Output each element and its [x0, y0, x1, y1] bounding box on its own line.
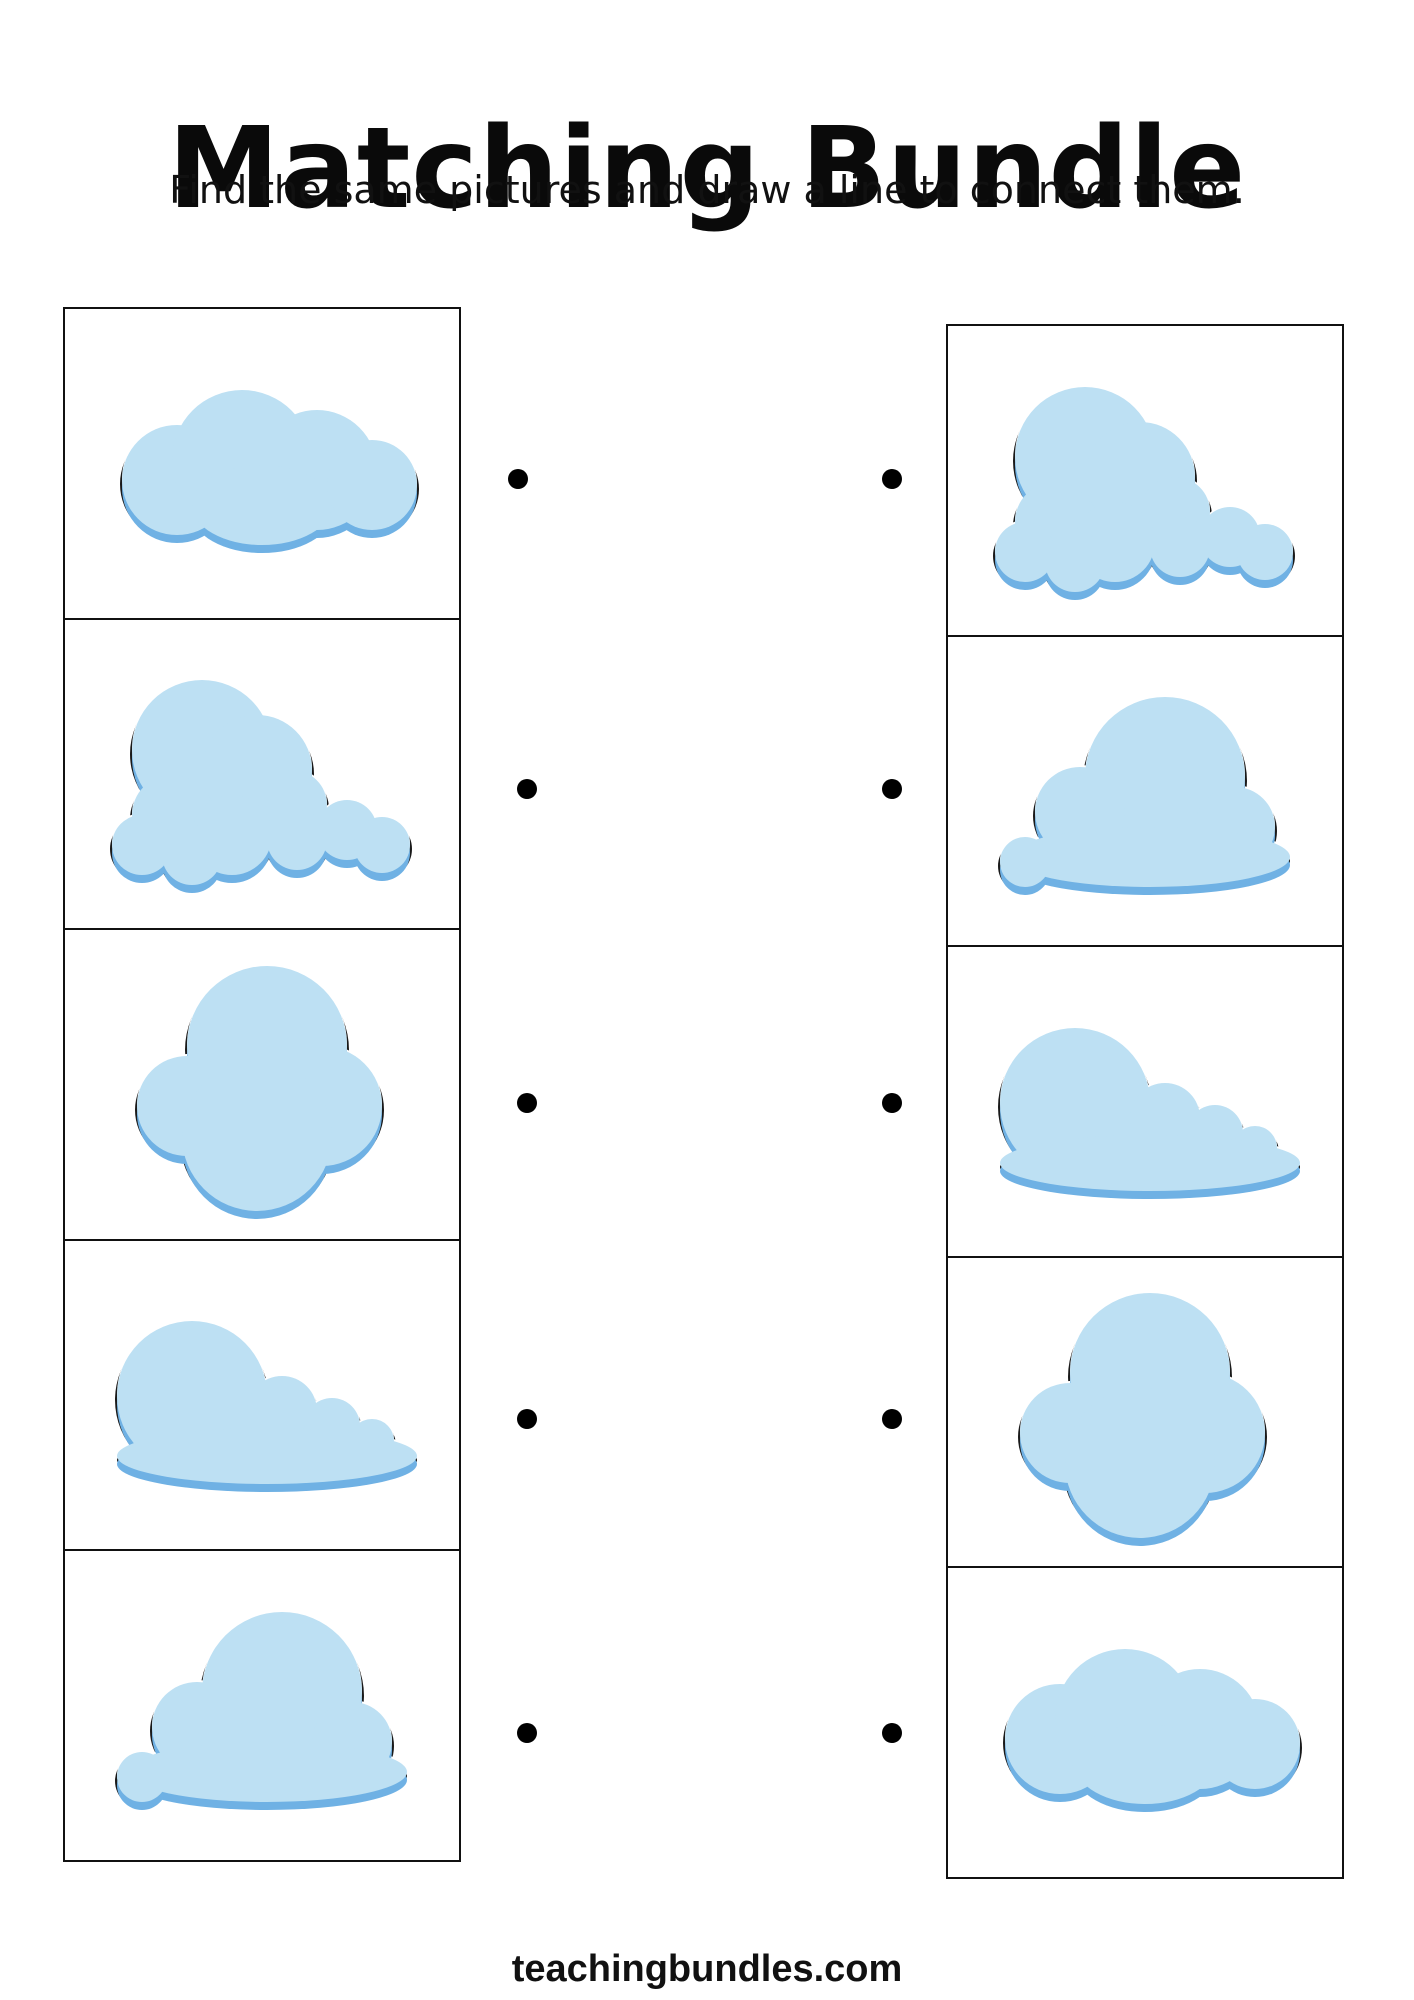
cloud-c-icon	[1018, 1291, 1267, 1546]
right-dot-3[interactable]	[882, 1093, 902, 1113]
right-picture-card-2	[946, 634, 1344, 948]
cloud-d-icon	[115, 1319, 417, 1492]
left-picture-column	[63, 307, 461, 1862]
left-dot-3[interactable]	[517, 1093, 537, 1113]
left-picture-card-4	[63, 1238, 461, 1552]
right-picture-card-1	[946, 324, 1344, 637]
footer-website: teachingbundles.com	[511, 1948, 903, 1990]
cloud-d-icon	[998, 1025, 1300, 1199]
right-picture-column	[946, 324, 1344, 1879]
cloud-c-icon	[135, 963, 384, 1219]
right-dot-5[interactable]	[882, 1723, 902, 1743]
left-dot-2[interactable]	[517, 779, 537, 799]
right-dot-1[interactable]	[882, 469, 902, 489]
left-dot-1[interactable]	[508, 469, 528, 489]
left-dot-4[interactable]	[517, 1409, 537, 1429]
left-picture-card-5	[63, 1549, 461, 1862]
cloud-b-icon	[110, 678, 412, 893]
right-dot-2[interactable]	[882, 779, 902, 799]
right-dot-4[interactable]	[882, 1409, 902, 1429]
right-picture-card-3	[946, 945, 1344, 1258]
left-picture-card-1	[63, 307, 461, 620]
page-title: Matching Bundle	[167, 104, 1247, 235]
cloud-e-icon	[998, 695, 1290, 895]
cloud-a-icon	[1003, 1646, 1302, 1812]
right-picture-card-4	[946, 1255, 1344, 1569]
instructions-text: Find the same pictures and draw a line t…	[169, 168, 1245, 212]
cloud-e-icon	[115, 1609, 407, 1810]
right-picture-card-5	[946, 1566, 1344, 1879]
cloud-b-icon	[993, 384, 1295, 600]
cloud-a-icon	[120, 387, 419, 553]
left-picture-card-2	[63, 617, 461, 931]
left-dot-5[interactable]	[517, 1723, 537, 1743]
left-picture-card-3	[63, 928, 461, 1241]
